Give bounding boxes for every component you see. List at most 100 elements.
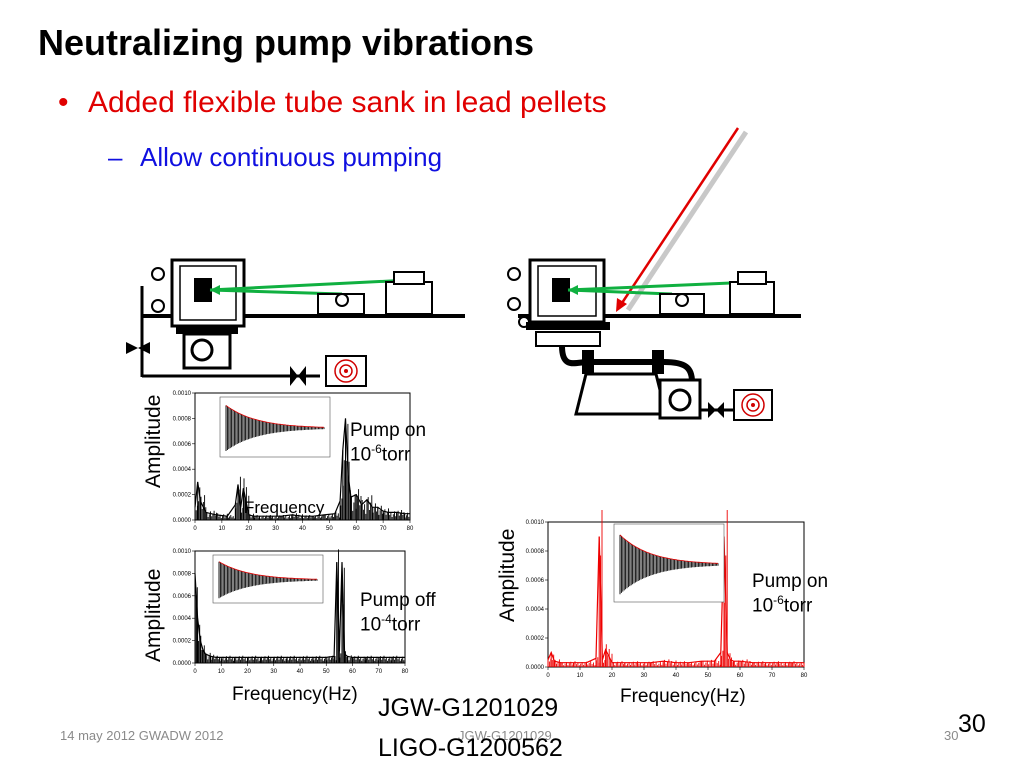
- x-tick-label: 40: [299, 526, 306, 532]
- gauge-icon: [507, 297, 521, 311]
- scroll-pump-icon: [334, 359, 358, 383]
- slide-title: Neutralizing pump vibrations: [38, 22, 535, 63]
- inset-ringdown-trace: [218, 561, 318, 599]
- y-tick-label: 0.0006: [173, 442, 192, 448]
- spectrum-chart-pump-off: 0.0000 0.0002 0.0004 0.0006 0.0008 0.0010 0 10 2…: [173, 549, 409, 675]
- y-tick-label: 0.0010: [173, 549, 192, 555]
- x-tick-label: 30: [270, 669, 277, 675]
- pump-icon: [668, 388, 692, 412]
- optical-beam: [567, 280, 755, 292]
- x-tick-label: 20: [245, 526, 252, 532]
- footer-date: 14 may 2012 GWADW 2012: [60, 728, 224, 743]
- x-tick-label: 40: [297, 669, 304, 675]
- x-tick-label: 70: [380, 526, 387, 532]
- footer-page-number: 30: [958, 710, 986, 738]
- y-tick-label: 0.0000: [526, 665, 545, 671]
- inset-envelope-fit: [218, 561, 317, 580]
- x-tick-label: 40: [673, 673, 680, 679]
- x-tick-label: 0: [193, 669, 197, 675]
- scroll-pump-icon: [741, 393, 765, 417]
- footer-doc-center: JGW-G1201029: [458, 728, 552, 743]
- spectrum-series-line: [194, 562, 405, 659]
- y-tick-label: 0.0002: [173, 639, 192, 645]
- y-tick-label: 0.0010: [526, 520, 545, 526]
- frequency-label-chart2: Frequency(Hz): [232, 684, 358, 705]
- inset-envelope-fit: [225, 405, 325, 428]
- x-tick-label: 80: [407, 526, 414, 532]
- inset-envelope-fit: [619, 534, 718, 564]
- dash-icon: –: [108, 142, 123, 172]
- x-tick-label: 10: [219, 526, 226, 532]
- subbullet-allow-continuous-pumping: –Allow continuous pumping: [108, 142, 442, 173]
- spectrum-chart-pump-on-red: 0.0000 0.0002 0.0004 0.0006 0.0008 0.0010 0 10 2…: [526, 510, 808, 679]
- gauge-icon: [507, 267, 521, 281]
- gauge-icon: [151, 267, 165, 281]
- y-tick-label: 0.0000: [173, 661, 192, 667]
- x-tick-label: 20: [244, 669, 251, 675]
- inset-ringdown-trace: [619, 534, 719, 595]
- x-tick-label: 70: [769, 673, 776, 679]
- bullet-dot-icon: •: [58, 86, 69, 119]
- test-mass-icon: [194, 278, 212, 302]
- y-tick-label: 0.0010: [173, 391, 192, 397]
- y-tick-label: 0.0004: [173, 467, 192, 473]
- red-arrow-head-icon: [616, 298, 627, 312]
- x-tick-label: 10: [218, 669, 225, 675]
- x-tick-label: 30: [272, 526, 279, 532]
- footer-page-small: 30: [944, 728, 959, 743]
- bullet2-text: Allow continuous pumping: [140, 142, 443, 172]
- doc-number-jgw: JGW-G1201029: [378, 694, 559, 722]
- y-tick-label: 0.0008: [173, 571, 192, 577]
- schematic-right: [507, 258, 801, 421]
- x-tick-label: 60: [353, 526, 360, 532]
- amplitude-label-chart2: Amplitude: [142, 568, 165, 662]
- y-tick-label: 0.0008: [173, 416, 192, 422]
- frequency-label-partial: Frequency: [244, 498, 325, 517]
- x-tick-label: 20: [609, 673, 616, 679]
- x-tick-label: 70: [375, 669, 382, 675]
- y-tick-label: 0.0004: [526, 607, 545, 613]
- flexible-tube: [559, 345, 656, 367]
- pump-off-label: Pump off 10-4torr: [360, 590, 436, 636]
- x-tick-label: 80: [801, 673, 808, 679]
- frequency-label-chart3: Frequency(Hz): [620, 686, 746, 707]
- pump-on-label-1: Pump on 10-6torr: [350, 420, 427, 466]
- spectrum-chart-pump-on-black: 0.0000 0.0002 0.0004 0.0006 0.0008 0.0010 0 10 2…: [173, 391, 414, 532]
- gauge-icon: [151, 299, 165, 313]
- y-tick-label: 0.0008: [526, 549, 545, 555]
- valve-icon: [708, 402, 716, 418]
- pump-on-label-2: Pump on 10-6torr: [752, 571, 829, 617]
- x-tick-label: 0: [193, 526, 197, 532]
- inset-ringdown-trace: [225, 405, 325, 451]
- x-tick-label: 50: [705, 673, 712, 679]
- x-tick-label: 30: [641, 673, 648, 679]
- y-tick-label: 0.0002: [526, 636, 545, 642]
- valve-icon: [290, 366, 298, 386]
- x-tick-label: 50: [326, 526, 333, 532]
- x-tick-label: 60: [349, 669, 356, 675]
- x-tick-label: 50: [323, 669, 330, 675]
- y-tick-label: 0.0000: [173, 518, 192, 524]
- y-tick-label: 0.0002: [173, 493, 192, 499]
- doc-number-ligo: LIGO-G1200562: [378, 734, 563, 762]
- spectrum-series-line: [547, 536, 804, 664]
- lead-pellet-container: [574, 372, 668, 416]
- pump-icon: [190, 338, 214, 362]
- amplitude-label-chart1: Amplitude: [142, 394, 165, 488]
- laser-box: [385, 281, 433, 315]
- laser-box: [729, 281, 775, 315]
- y-tick-label: 0.0004: [173, 616, 192, 622]
- schematic-left: [126, 258, 465, 387]
- y-tick-label: 0.0006: [526, 578, 545, 584]
- y-tick-label: 0.0006: [173, 594, 192, 600]
- x-tick-label: 10: [577, 673, 584, 679]
- bullet-added-flexible-tube: • Added flexible tube sank in lead pellet…: [58, 86, 607, 120]
- bullet1-text: Added flexible tube sank in lead pellets: [88, 86, 607, 119]
- amplitude-label-chart3: Amplitude: [496, 528, 519, 622]
- x-tick-label: 80: [402, 669, 409, 675]
- arrow-shadow: [625, 130, 749, 312]
- red-arrow-icon: [618, 127, 740, 307]
- test-mass-icon: [552, 278, 570, 302]
- x-tick-label: 0: [546, 673, 550, 679]
